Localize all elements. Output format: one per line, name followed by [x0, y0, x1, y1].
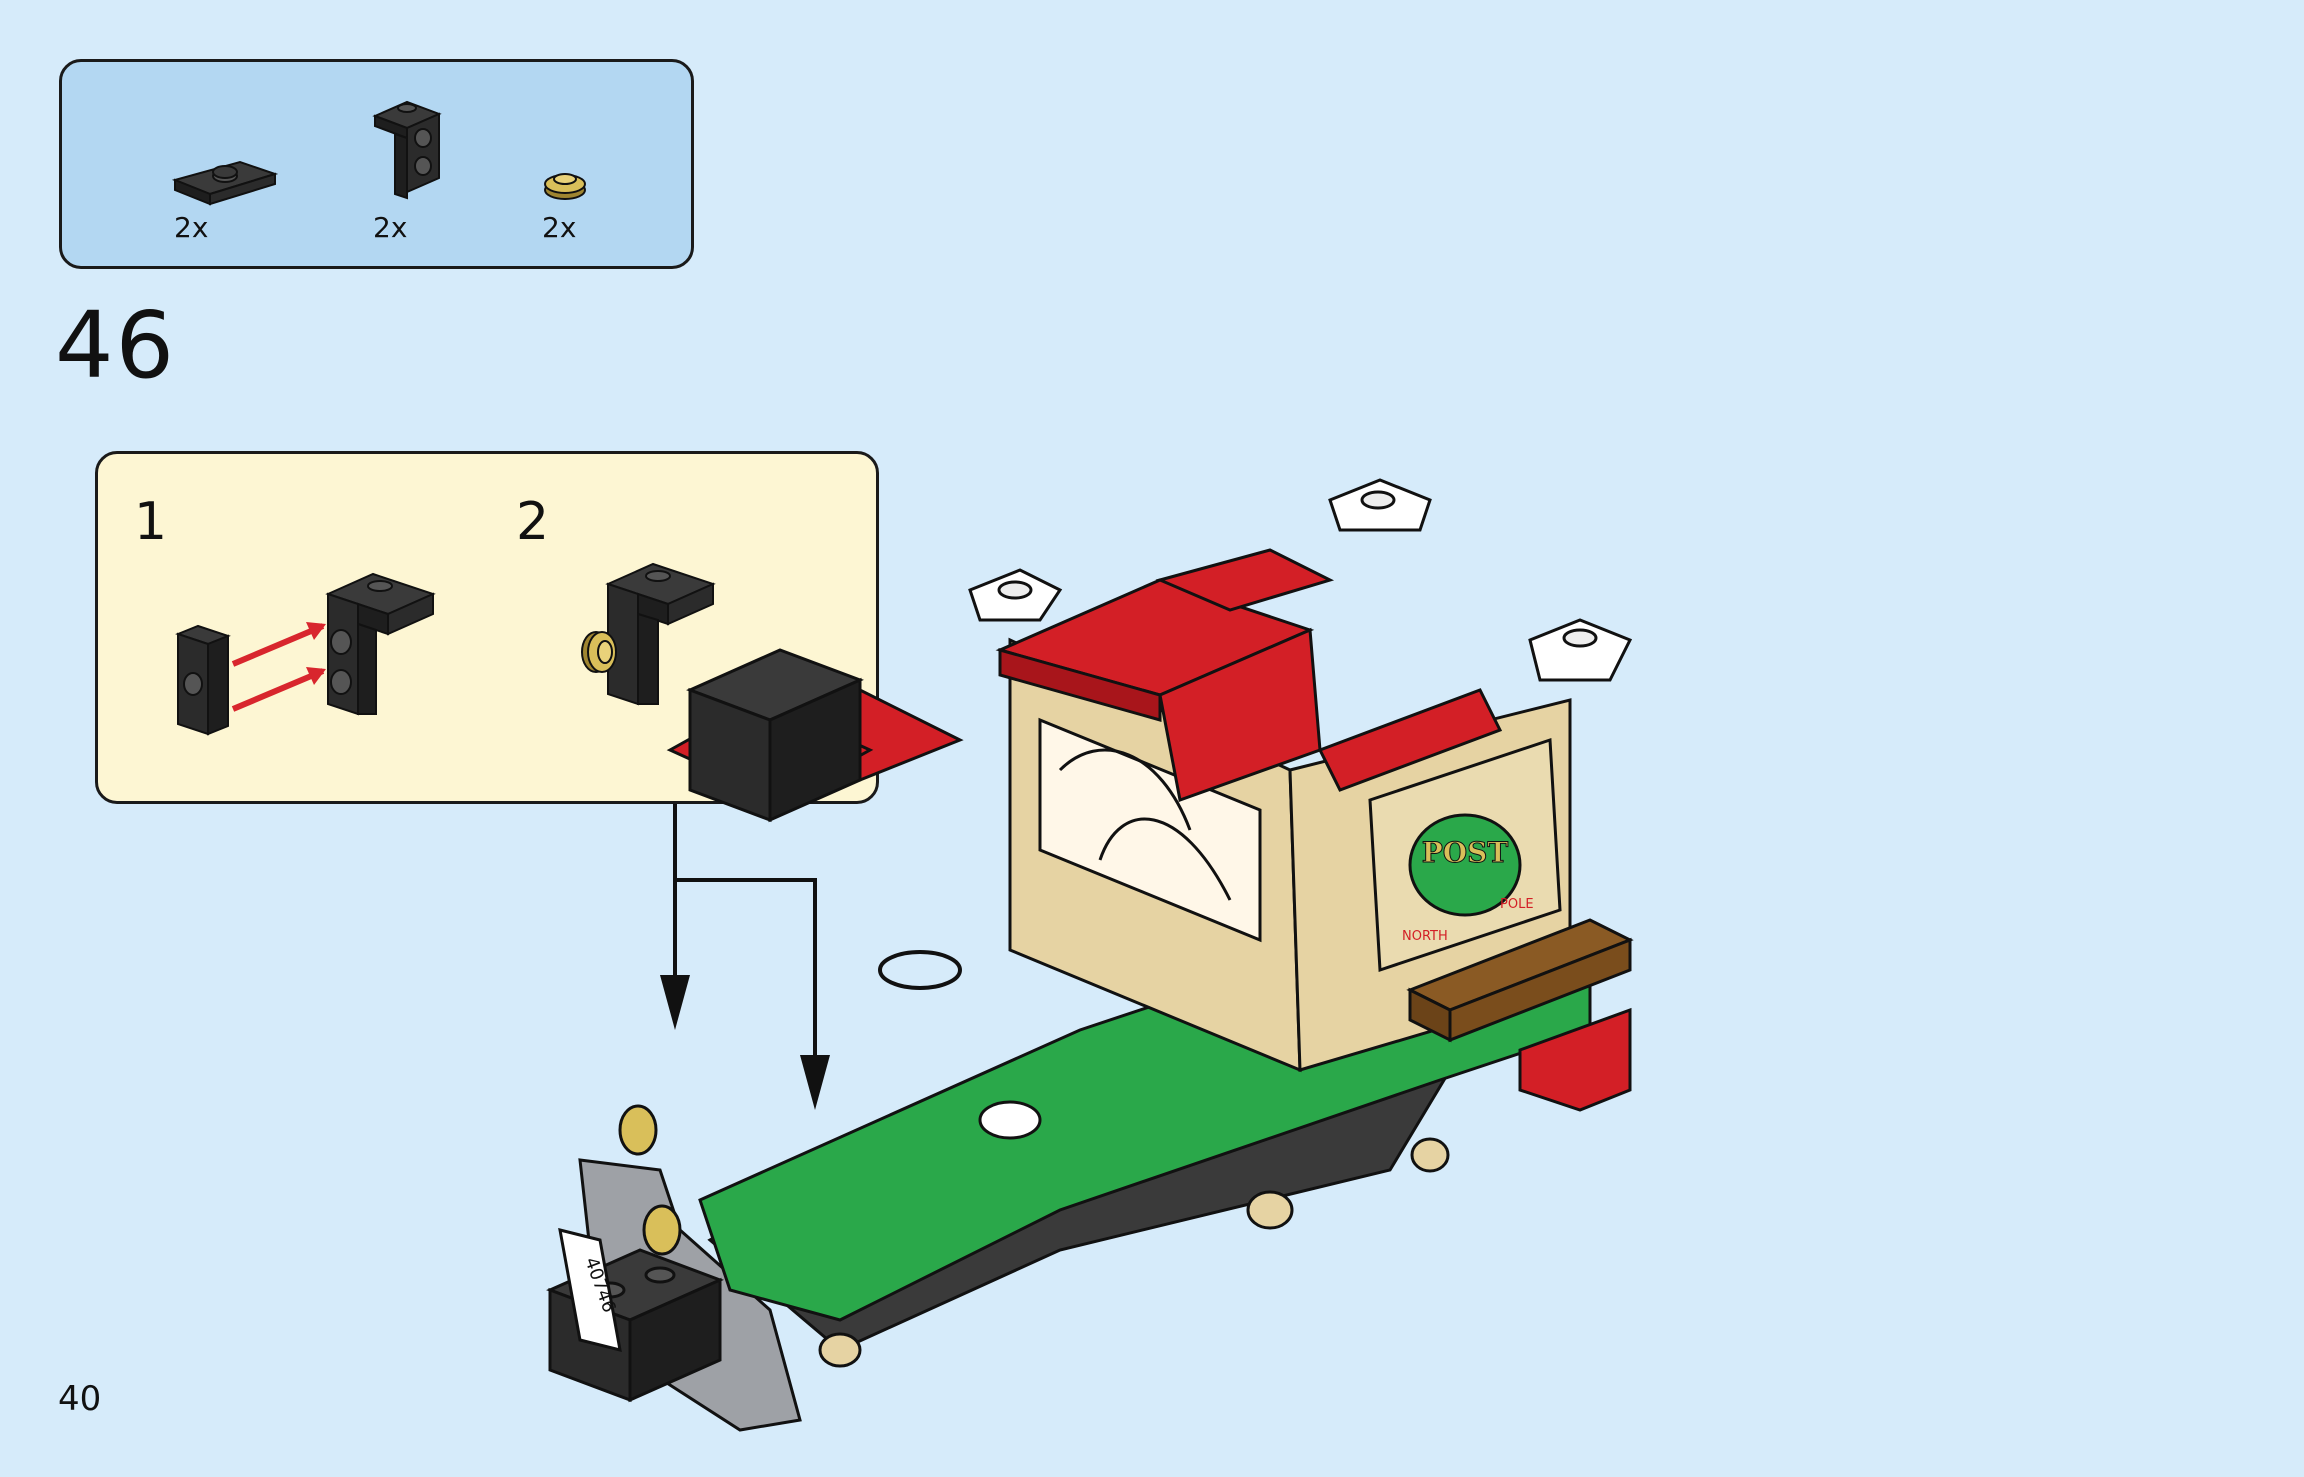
step-number: 46: [55, 292, 177, 399]
part-qty-3: 2x: [542, 211, 577, 244]
sub-assembly-box: 1 2 2x: [95, 451, 879, 804]
sub-step-1-diagram-icon: [175, 572, 436, 736]
parts-list-box: 2x 2x 2x: [59, 59, 694, 269]
black-angle-bracket-icon: [372, 100, 442, 200]
sign-post-text: POST: [1422, 836, 1509, 869]
sub-step-2-label: 2: [516, 492, 550, 552]
black-jumper-plate-icon: [171, 160, 279, 206]
sleigh-truck-model-illustration: POST NORTH POLE 40746: [546, 478, 1634, 1432]
page-number: 40: [58, 1379, 102, 1419]
part-qty-2: 2x: [373, 211, 408, 244]
gold-round-plate-icon: [544, 173, 586, 200]
sub-step-2-diagram-icon: [581, 562, 716, 706]
part-qty-1: 2x: [174, 211, 209, 244]
sign-pole-text: POLE: [1500, 897, 1534, 912]
sub-step-1-label: 1: [134, 492, 168, 552]
sign-north-text: NORTH: [1402, 929, 1448, 944]
